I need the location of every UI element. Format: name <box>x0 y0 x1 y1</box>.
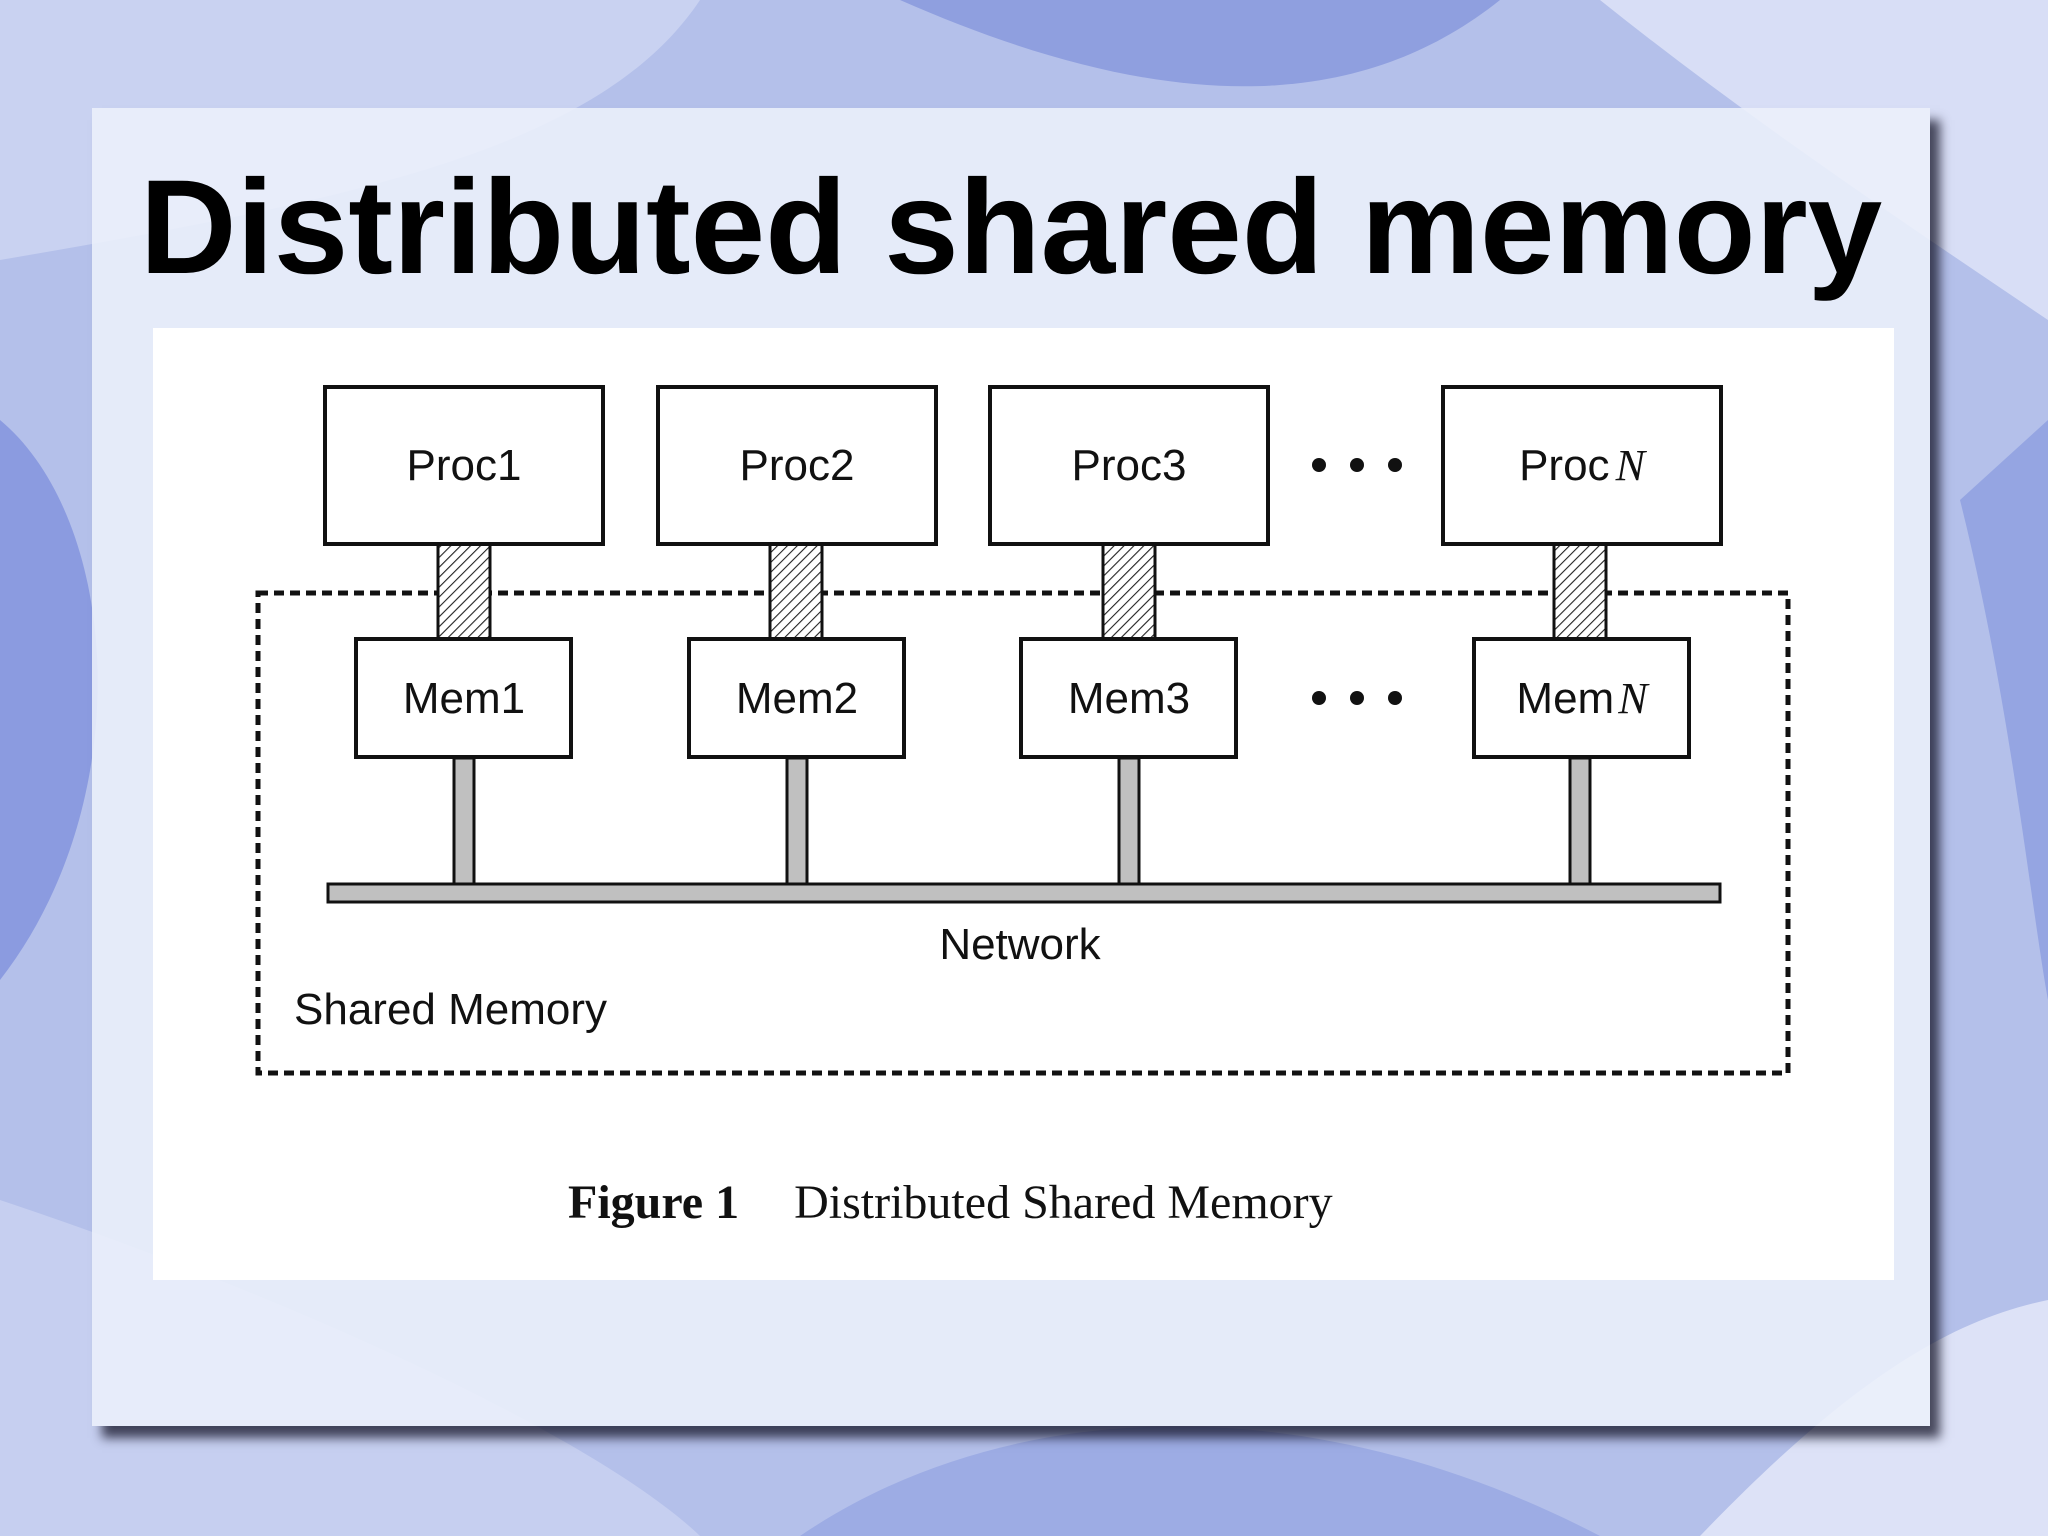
network-label: Network <box>939 920 1101 969</box>
proc-box-1: Proc1 <box>323 385 605 546</box>
proc-label-3: Proc3 <box>1072 441 1187 490</box>
mem-box-1: Mem1 <box>354 637 573 759</box>
proc-mem-link <box>1101 542 1157 641</box>
proc-mem-link <box>1552 542 1608 641</box>
mem-label-1: Mem1 <box>403 674 525 723</box>
proc-label-2: Proc2 <box>740 441 855 490</box>
proc-label-1: Proc1 <box>407 441 522 490</box>
svg-text:Mem3: Mem3 <box>1068 674 1190 723</box>
proc-box-2: Proc2 <box>656 385 938 546</box>
mem-ellipsis <box>1312 691 1402 705</box>
slide-title: Distributed shared memory <box>139 153 1883 302</box>
svg-text:MemN: MemN <box>1516 674 1650 723</box>
mem-box-n: MemN <box>1472 637 1691 759</box>
svg-text:Proc1: Proc1 <box>407 441 522 490</box>
caption-number: Figure 1 <box>568 1176 739 1229</box>
caption-text: Distributed Shared Memory <box>794 1176 1333 1229</box>
mem-label-n: Mem <box>1516 674 1614 723</box>
mem-box-3: Mem3 <box>1019 637 1238 759</box>
svg-text:Mem2: Mem2 <box>736 674 858 723</box>
network-bus <box>326 882 1722 904</box>
mem-label-2: Mem2 <box>736 674 858 723</box>
shared-memory-region <box>255 590 1791 1076</box>
proc-label-n: Proc <box>1519 441 1609 490</box>
mem-network-link <box>1568 756 1592 890</box>
proc-mem-link <box>436 542 492 641</box>
proc-mem-link <box>768 542 824 641</box>
proc-ellipsis <box>1312 458 1402 472</box>
mem-network-link <box>1117 756 1141 890</box>
svg-text:Proc2: Proc2 <box>740 441 855 490</box>
mem-label-3: Mem3 <box>1068 674 1190 723</box>
svg-text:Mem1: Mem1 <box>403 674 525 723</box>
shared-memory-label: Shared Memory <box>294 985 607 1034</box>
mem-box-2: Mem2 <box>687 637 906 759</box>
proc-box-3: Proc3 <box>988 385 1270 546</box>
mem-network-link <box>785 756 809 890</box>
figure-caption: Figure 1 Distributed Shared Memory <box>568 1176 1333 1229</box>
mem-network-link <box>452 756 476 890</box>
svg-text:Proc3: Proc3 <box>1072 441 1187 490</box>
